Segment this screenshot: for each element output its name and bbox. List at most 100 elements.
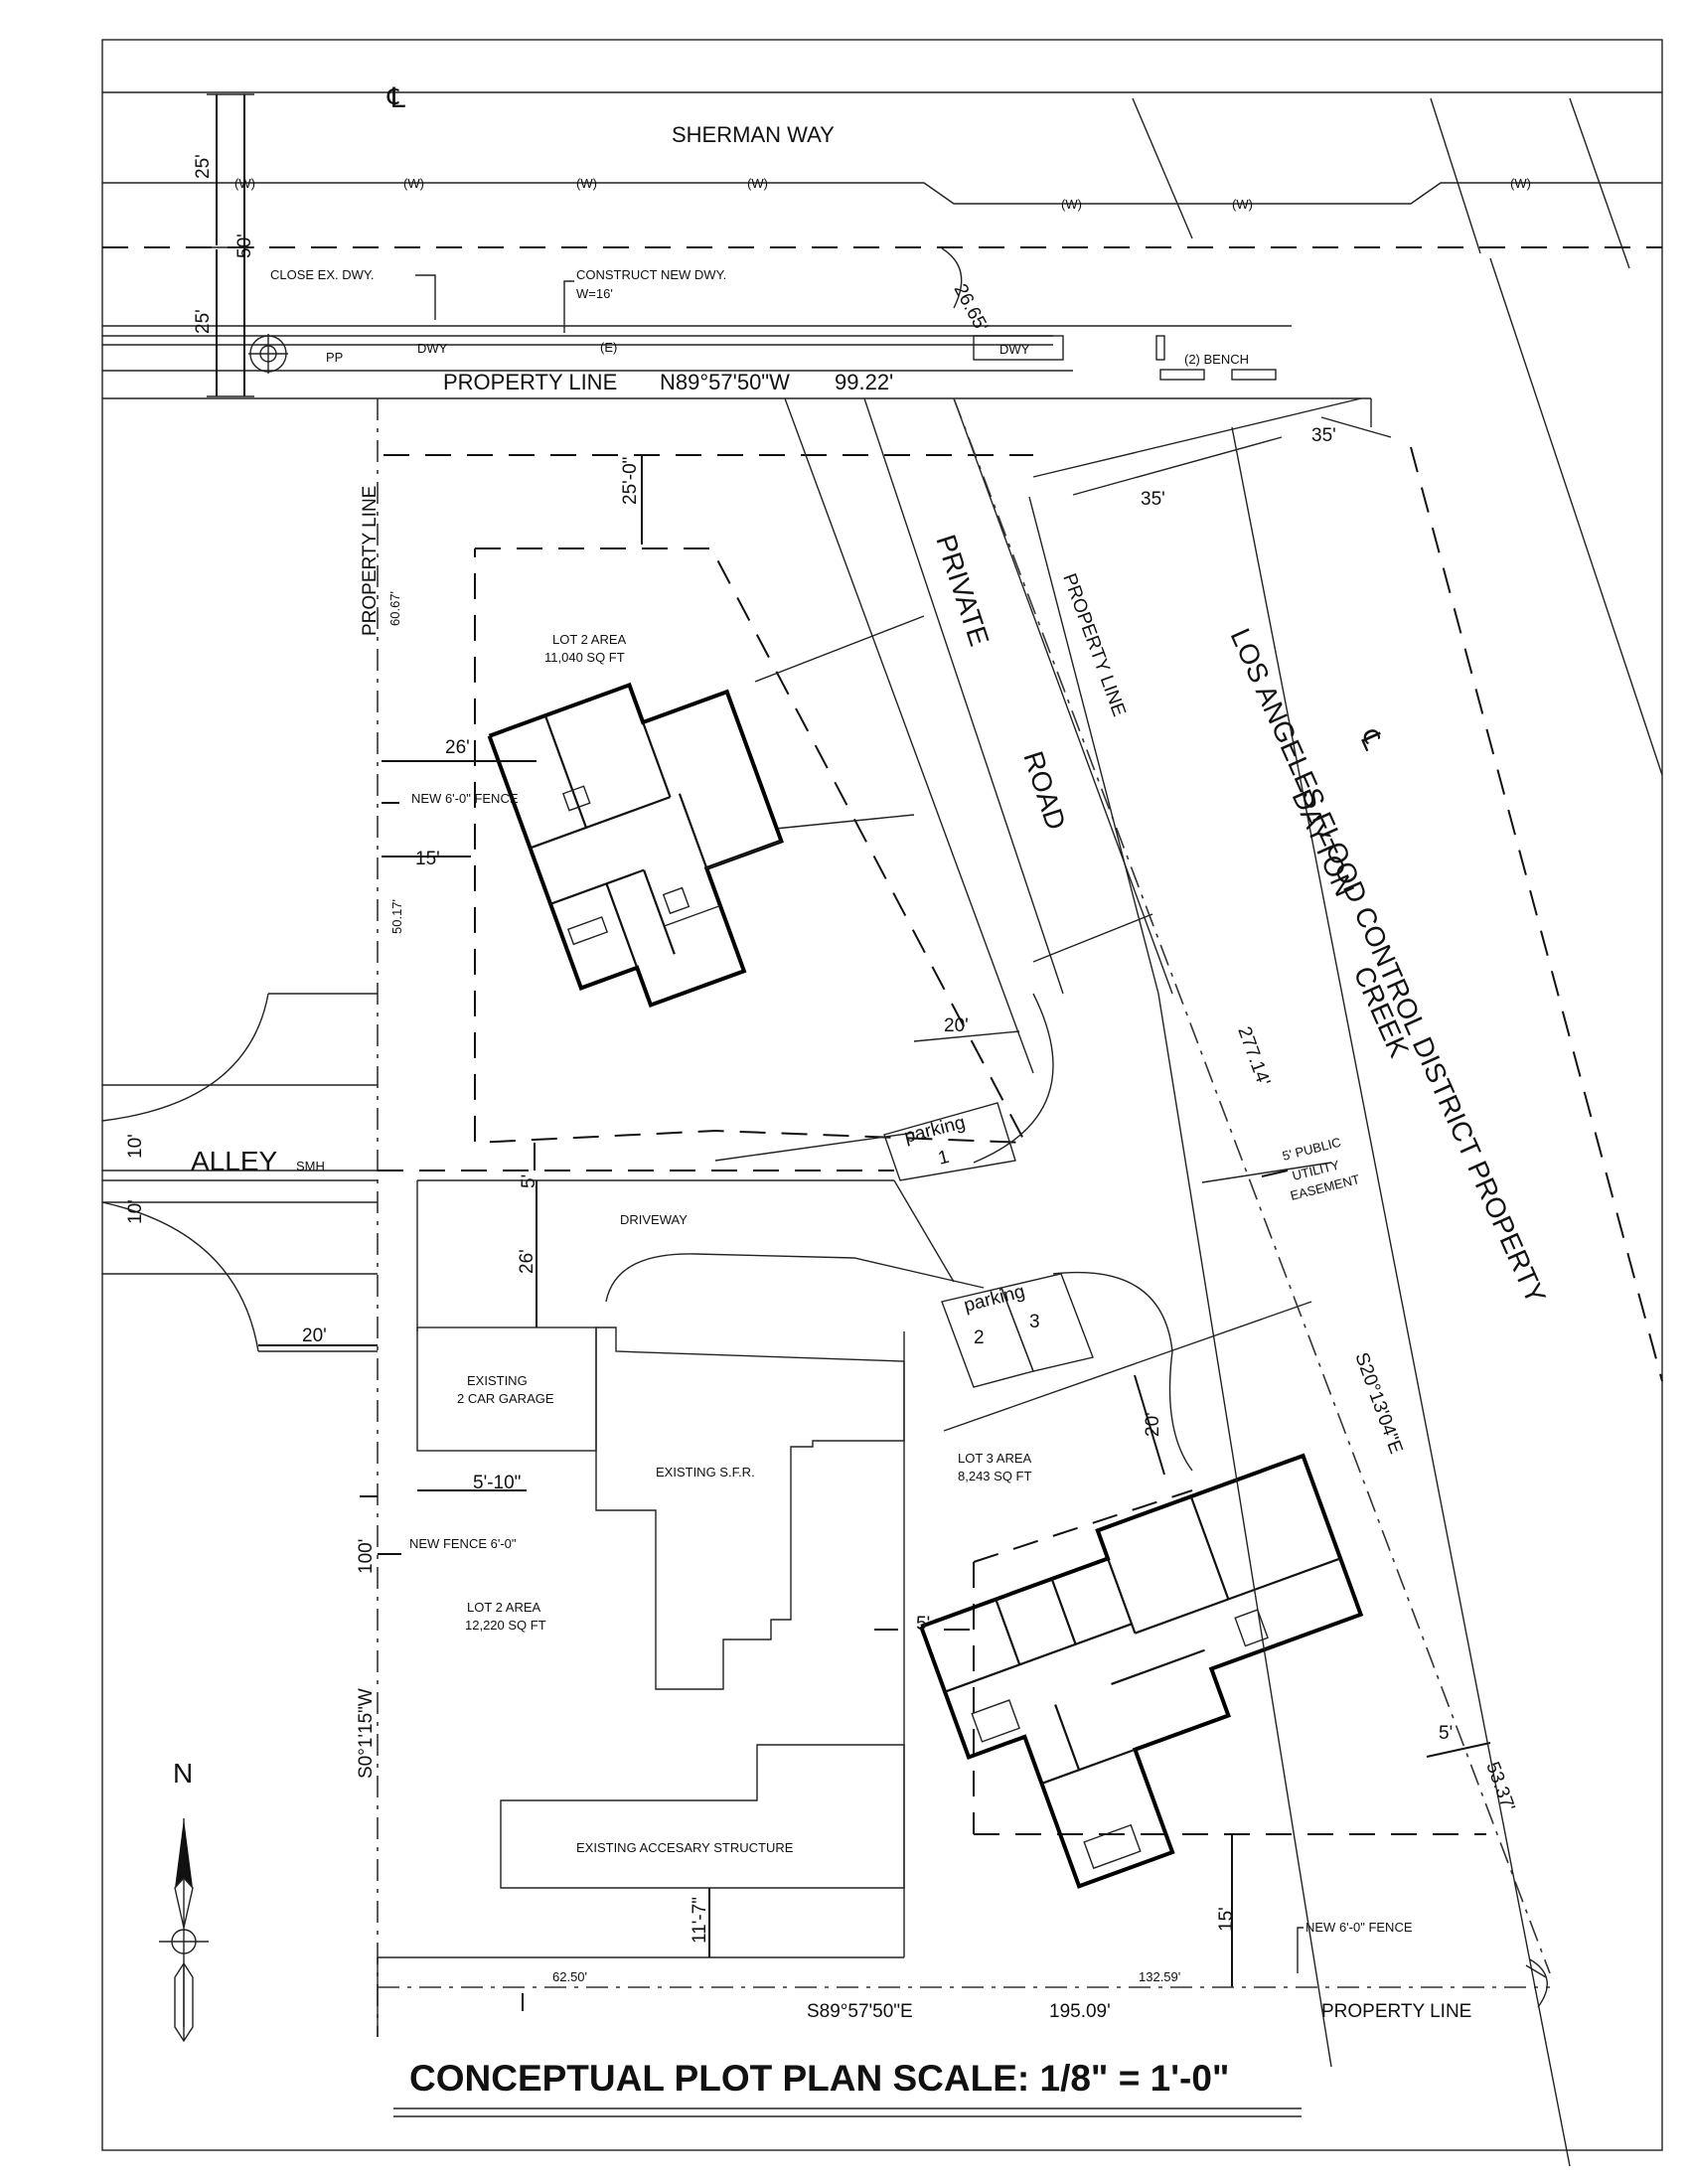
dim-alley-10-top: 10' bbox=[125, 1134, 146, 1159]
garage-label-2: 2 CAR GARAGE bbox=[457, 1391, 554, 1406]
water-marker: (W) bbox=[1232, 197, 1253, 212]
parking-2-number: 2 bbox=[974, 1327, 985, 1348]
dim-5-alley: 5' bbox=[519, 1174, 539, 1188]
fence-note-bottom: NEW 6'-0" FENCE bbox=[1305, 1920, 1413, 1935]
construct-new-driveway-note: CONSTRUCT NEW DWY. bbox=[576, 267, 726, 282]
corner-dimension: 26.65' bbox=[950, 280, 993, 335]
bench-2 bbox=[1231, 369, 1277, 381]
sherman-way-street bbox=[102, 91, 1662, 427]
tree-icon bbox=[248, 334, 288, 374]
dim-rear-20: 20' bbox=[944, 1015, 969, 1036]
power-pole-label: PP bbox=[326, 350, 343, 365]
dim-lot3-east-5: 5' bbox=[1439, 1723, 1453, 1744]
dim-lot3-rear-15: 15' bbox=[1216, 1907, 1237, 1932]
alley bbox=[101, 993, 894, 1352]
fence-note-middle: NEW FENCE 6'-0" bbox=[409, 1536, 517, 1551]
centerline-symbol-sherman: ℄ bbox=[386, 82, 405, 113]
private-road bbox=[714, 397, 1173, 1164]
new-driveway-width: W=16' bbox=[576, 286, 613, 301]
dim-lot3-20: 20' bbox=[1143, 1412, 1163, 1437]
dim-front-setback: 25'-0" bbox=[620, 457, 641, 505]
drawing-title: CONCEPTUAL PLOT PLAN SCALE: 1/8" = 1'-0" bbox=[409, 2058, 1229, 2099]
north-arrow-label: N bbox=[173, 1758, 193, 1789]
north-property-length: 99.22' bbox=[835, 370, 893, 394]
east-bearing: S20°13'04"E bbox=[1350, 1350, 1406, 1457]
west-property-bearing: S0°1'15"W bbox=[356, 1688, 377, 1779]
south-length-3: 62.50' bbox=[552, 1969, 587, 1984]
north-property-bearing: N89°57'50"W bbox=[660, 370, 790, 394]
driveway-label: DRIVEWAY bbox=[620, 1212, 688, 1227]
west-property-length: 60.67' bbox=[387, 591, 402, 626]
west-property-line-label: PROPERTY LINE bbox=[360, 486, 381, 636]
dim-alley-20: 20' bbox=[302, 1326, 327, 1346]
north-property-line-label: PROPERTY LINE bbox=[443, 370, 617, 394]
electric-marker: (E) bbox=[600, 340, 617, 355]
parking-1-label: parking bbox=[902, 1112, 968, 1147]
lot2-bottom-area-value: 12,220 SQ FT bbox=[465, 1618, 546, 1633]
south-length-2: 132.59' bbox=[1139, 1969, 1180, 1984]
west-property-length-2: 50.17' bbox=[389, 899, 404, 934]
water-line-markers: (W) (W) (W) (W) (W) (W) (W) (E) bbox=[234, 176, 1531, 355]
parking-spaces-2-3 bbox=[941, 1273, 1094, 1388]
west-property-length-3: 100' bbox=[356, 1539, 377, 1574]
parking-2-3-label: parking bbox=[962, 1281, 1027, 1316]
south-property-line-label: PROPERTY LINE bbox=[1321, 2001, 1471, 2022]
water-marker: (W) bbox=[403, 176, 424, 191]
parking-3-number: 3 bbox=[1029, 1312, 1040, 1332]
flood-control-label: LOS ANGELES FLOOD CONTROL DISTRICT PROPE… bbox=[1225, 624, 1552, 1309]
fence-note-top: NEW 6'-0" FENCE bbox=[411, 791, 519, 806]
dim-side-26: 26' bbox=[445, 737, 470, 758]
dim-25-bottom: 25' bbox=[193, 309, 214, 334]
left-street-dimension bbox=[207, 93, 254, 397]
dim-garage-26: 26' bbox=[517, 1249, 537, 1274]
water-marker: (W) bbox=[1510, 176, 1531, 191]
alley-label: ALLEY bbox=[191, 1146, 277, 1176]
north-arrow-icon bbox=[159, 1818, 209, 2043]
driveway-label-east: DWY bbox=[999, 342, 1030, 357]
existing-driveway-label: DWY bbox=[417, 341, 448, 356]
south-bearing: S89°57'50"E bbox=[807, 2001, 913, 2022]
east-length: 277.14' bbox=[1233, 1024, 1274, 1089]
dim-25-top: 25' bbox=[193, 154, 214, 179]
alley-manhole-label: SMH bbox=[296, 1159, 325, 1173]
existing-accessory-structure bbox=[500, 1744, 905, 1889]
lot2-top-area-value: 11,040 SQ FT bbox=[544, 650, 625, 665]
post bbox=[1155, 335, 1165, 361]
dim-lot3-side-5: 5' bbox=[916, 1614, 930, 1635]
close-existing-driveway-note: CLOSE EX. DWY. bbox=[270, 267, 375, 282]
lot2-bottom-area-label: LOT 2 AREA bbox=[467, 1600, 541, 1615]
garage-label-1: EXISTING bbox=[467, 1373, 528, 1388]
dim-35-a: 35' bbox=[1311, 425, 1336, 446]
water-marker: (W) bbox=[747, 176, 768, 191]
dim-garage-offset: 5'-10" bbox=[473, 1473, 521, 1493]
lot3-house-plan bbox=[919, 1453, 1364, 1889]
lot2-top-envelope bbox=[474, 547, 1027, 1145]
parking-1-number: 1 bbox=[936, 1147, 951, 1170]
existing-driveway-box bbox=[973, 335, 1064, 361]
existing-sfr bbox=[595, 1326, 905, 1690]
east-property-lines bbox=[953, 257, 1663, 2167]
dim-35-b: 35' bbox=[1141, 489, 1165, 510]
dim-side-15: 15' bbox=[415, 849, 440, 869]
lot2-top-area-label: LOT 2 AREA bbox=[552, 632, 627, 647]
bench-1 bbox=[1159, 369, 1205, 381]
road-label: ROAD bbox=[1017, 747, 1071, 834]
dim-50-street: 50' bbox=[234, 234, 255, 258]
private-road-label: PRIVATE bbox=[930, 531, 995, 650]
lot3-area-label: LOT 3 AREA bbox=[958, 1451, 1032, 1466]
parking-space-1 bbox=[883, 1102, 1016, 1181]
centerline-symbol-creek: ℄ bbox=[1353, 724, 1389, 754]
lot2-house-plan bbox=[487, 682, 785, 1009]
water-marker: (W) bbox=[576, 176, 597, 191]
dim-alley-10-bottom: 10' bbox=[125, 1199, 146, 1224]
accessory-structure-label: EXISTING ACCESARY STRUCTURE bbox=[576, 1840, 794, 1855]
water-marker: (W) bbox=[1061, 197, 1082, 212]
sheet-border bbox=[101, 39, 1663, 2151]
sherman-way-label: SHERMAN WAY bbox=[672, 122, 835, 147]
bench-label: (2) BENCH bbox=[1184, 352, 1249, 367]
dim-accessory-setback: 11'-7" bbox=[690, 1897, 710, 1944]
existing-garage bbox=[416, 1326, 597, 1452]
existing-sfr-label: EXISTING S.F.R. bbox=[656, 1465, 755, 1480]
lot3-area-value: 8,243 SQ FT bbox=[958, 1469, 1031, 1483]
